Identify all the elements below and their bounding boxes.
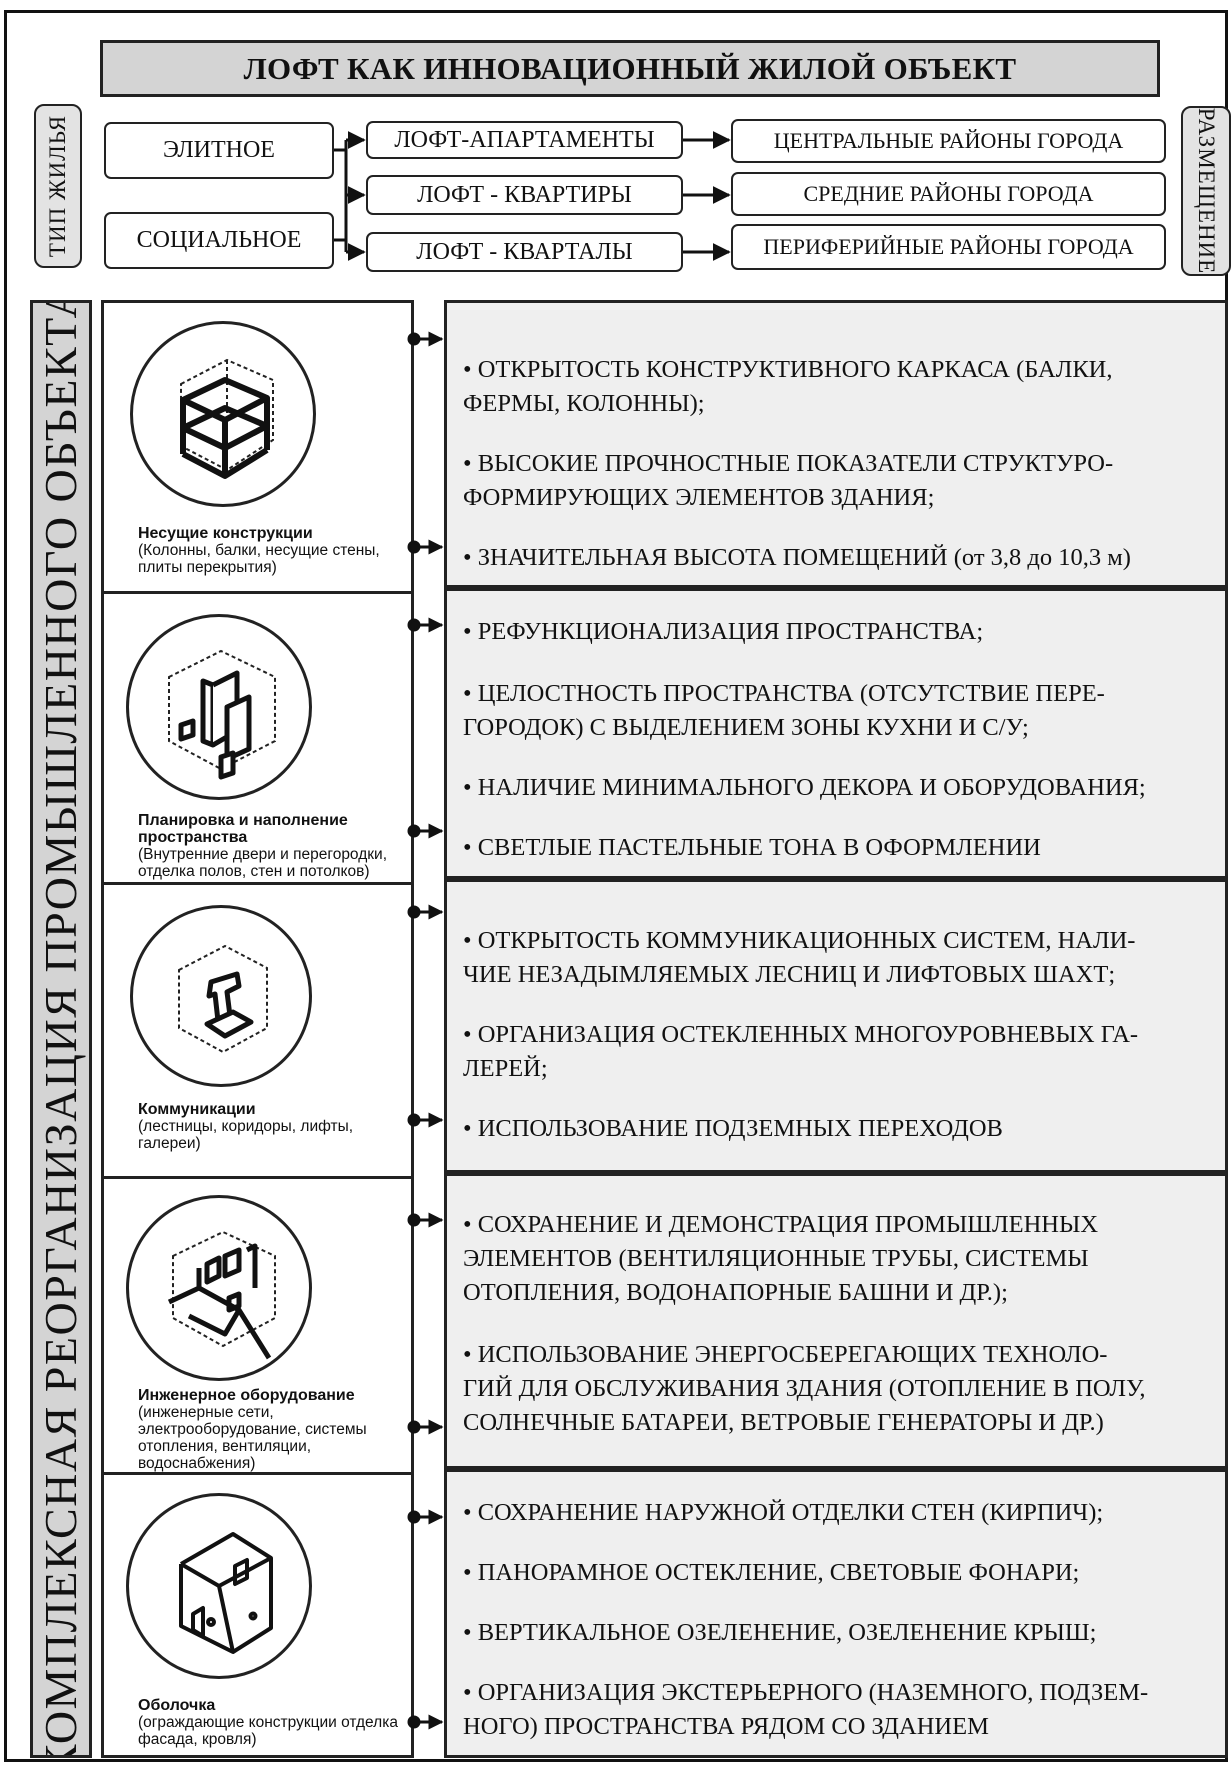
feature-line: • СВЕТЛЫЕ ПАСТЕЛЬНЫЕ ТОНА В ОФОРМЛЕНИИ (463, 834, 1041, 861)
features-shell: • СОХРАНЕНИЕ НАРУЖНОЙ ОТДЕЛКИ СТЕН (КИРП… (444, 1469, 1228, 1758)
engineering-icon (126, 1195, 312, 1381)
location-central: ЦЕНТРАЛЬНЫЕ РАЙОНЫ ГОРОДА (731, 119, 1166, 163)
feature-line: • ИСПОЛЬЗОВАНИЕ ЭНЕРГОСБЕРЕГАЮЩИХ ТЕХНОЛ… (463, 1341, 1108, 1368)
features-layout: • РЕФУНКЦИОНАЛИЗАЦИЯ ПРОСТРАНСТВА; • ЦЕЛ… (444, 588, 1228, 879)
feature-line: • ИСПОЛЬЗОВАНИЕ ПОДЗЕМНЫХ ПЕРЕХОДОВ (463, 1115, 1003, 1142)
component-description: (лестницы, коридоры, лифты, галереи) (138, 1118, 354, 1152)
feature-line: ГОРОДОК) С ВЫДЕЛЕНИЕМ ЗОНЫ КУХНИ И С/У; (463, 714, 1029, 741)
top-flow-connectors (334, 131, 731, 261)
feature-line: • СОХРАНЕНИЕ НАРУЖНОЙ ОТДЕЛКИ СТЕН (КИРП… (463, 1499, 1104, 1526)
feature-line: ФОРМИРУЮЩИХ ЭЛЕМЕНТОВ ЗДАНИЯ; (463, 484, 935, 511)
feature-line: • ОРГАНИЗАЦИЯ ЭКСТЕРЬЕРНОГО (НАЗЕМНОГО, … (463, 1679, 1149, 1706)
placement-label: РАЗМЕЩЕНИЕ (1181, 106, 1231, 276)
loft-type-flats: ЛОФТ - КВАРТИРЫ (366, 175, 683, 215)
stairs-icon (130, 905, 312, 1087)
loft-type-quarters: ЛОФТ - КВАРТАЛЫ (366, 232, 683, 272)
housing-type-elite: ЭЛИТНОЕ (104, 122, 334, 179)
housing-type-label: ТИП ЖИЛЬЯ (34, 104, 82, 268)
shell-caption: Оболочка (ограждающие конструкции отделк… (138, 1697, 407, 1748)
component-title: Инженерное оборудование (138, 1387, 355, 1404)
feature-line: • ОТКРЫТОСТЬ КОММУНИКАЦИОННЫХ СИСТЕМ, НА… (463, 927, 1136, 954)
component-structure: Несущие конструкции (Колонны, балки, нес… (104, 303, 411, 591)
component-description: (Колонны, балки, несущие стены, плиты пе… (138, 542, 380, 576)
diagram-title: ЛОФТ КАК ИННОВАЦИОННЫЙ ЖИЛОЙ ОБЪЕКТ (100, 40, 1160, 97)
feature-line: ФЕРМЫ, КОЛОННЫ); (463, 390, 705, 417)
loft-type-apartments: ЛОФТ-АПАРТАМЕНТЫ (366, 121, 683, 159)
housing-type-social: СОЦИАЛЬНОЕ (104, 212, 334, 269)
feature-line: • ВЫСОКИЕ ПРОЧНОСТНЫЕ ПОКАЗАТЕЛИ СТРУКТУ… (463, 450, 1114, 477)
engineering-caption: Инженерное оборудование (инженерные сети… (138, 1387, 407, 1472)
feature-line: • СОХРАНЕНИЕ И ДЕМОНСТРАЦИЯ ПРОМЫШЛЕННЫХ (463, 1211, 1099, 1238)
component-title: Оболочка (138, 1697, 216, 1714)
component-description: (ограждающие конструкции отделка фасада,… (138, 1714, 398, 1748)
feature-line: • РЕФУНКЦИОНАЛИЗАЦИЯ ПРОСТРАНСТВА; (463, 618, 984, 645)
component-title: Планировка и наполнение пространства (138, 812, 348, 846)
feature-line: • ЗНАЧИТЕЛЬНАЯ ВЫСОТА ПОМЕЩЕНИЙ (от 3,8 … (463, 544, 1131, 571)
features-structure: • ОТКРЫТОСТЬ КОНСТРУКТИВНОГО КАРКАСА (БА… (444, 300, 1228, 588)
location-middle: СРЕДНИЕ РАЙОНЫ ГОРОДА (731, 172, 1166, 216)
feature-line: ЭЛЕМЕНТОВ (ВЕНТИЛЯЦИОННЫЕ ТРУБЫ, СИСТЕМЫ (463, 1245, 1089, 1272)
feature-line: ОТОПЛЕНИЯ, ВОДОНАПОРНЫЕ БАШНИ И ДР.); (463, 1279, 1008, 1306)
feature-line: • ОРГАНИЗАЦИЯ ОСТЕКЛЕННЫХ МНОГОУРОВНЕВЫХ… (463, 1021, 1139, 1048)
component-communications: Коммуникации (лестницы, коридоры, лифты,… (104, 882, 411, 1176)
feature-line: • НАЛИЧИЕ МИНИМАЛЬНОГО ДЕКОРА И ОБОРУДОВ… (463, 774, 1146, 801)
component-layout: Планировка и наполнение пространства (Вн… (104, 591, 411, 882)
layout-caption: Планировка и наполнение пространства (Вн… (138, 812, 407, 880)
feature-line: ГИЙ ДЛЯ ОБСЛУЖИВАНИЯ ЗДАНИЯ (ОТОПЛЕНИЕ В… (463, 1375, 1146, 1402)
feature-line: • ВЕРТИКАЛЬНОЕ ОЗЕЛЕНЕНИЕ, ОЗЕЛЕНЕНИЕ КР… (463, 1619, 1097, 1646)
communications-caption: Коммуникации (лестницы, коридоры, лифты,… (138, 1101, 407, 1152)
component-title: Несущие конструкции (138, 525, 313, 542)
component-engineering: Инженерное оборудование (инженерные сети… (104, 1176, 411, 1472)
components-column: Несущие конструкции (Колонны, балки, нес… (101, 300, 414, 1758)
feature-line: • ЦЕЛОСТНОСТЬ ПРОСТРАНСТВА (ОТСУТСТВИЕ П… (463, 680, 1105, 707)
reorganization-label: КОМПЛЕКСНАЯ РЕОРГАНИЗАЦИЯ ПРОМЫШЛЕННОГО … (30, 300, 92, 1758)
feature-line: • ПАНОРАМНОЕ ОСТЕКЛЕНИЕ, СВЕТОВЫЕ ФОНАРИ… (463, 1559, 1080, 1586)
house-shell-icon (126, 1493, 312, 1679)
features-engineering: • СОХРАНЕНИЕ И ДЕМОНСТРАЦИЯ ПРОМЫШЛЕННЫХ… (444, 1173, 1228, 1469)
structure-caption: Несущие конструкции (Колонны, балки, нес… (138, 525, 407, 576)
feature-line: • ОТКРЫТОСТЬ КОНСТРУКТИВНОГО КАРКАСА (БА… (463, 356, 1113, 383)
component-description: (Внутренние двери и перегородки, отделка… (138, 846, 388, 880)
feature-line: ЧИЕ НЕЗАДЫМЛЯЕМЫХ ЛЕСНИЦ И ЛИФТОВЫХ ШАХТ… (463, 961, 1116, 988)
location-periphery: ПЕРИФЕРИЙНЫЕ РАЙОНЫ ГОРОДА (731, 224, 1166, 270)
component-description: (инженерные сети, электрооборудование, с… (138, 1404, 367, 1472)
structure-icon (130, 321, 316, 507)
feature-line: ЛЕРЕЙ; (463, 1055, 548, 1082)
component-shell: Оболочка (ограждающие конструкции отделк… (104, 1472, 411, 1761)
features-communications: • ОТКРЫТОСТЬ КОММУНИКАЦИОННЫХ СИСТЕМ, НА… (444, 879, 1228, 1173)
feature-line: СОЛНЕЧНЫЕ БАТАРЕИ, ВЕТРОВЫЕ ГЕНЕРАТОРЫ И… (463, 1409, 1104, 1436)
layout-icon (126, 614, 312, 800)
feature-line: НОГО) ПРОСТРАНСТВА РЯДОМ СО ЗДАНИЕМ (463, 1713, 989, 1740)
component-title: Коммуникации (138, 1101, 256, 1118)
